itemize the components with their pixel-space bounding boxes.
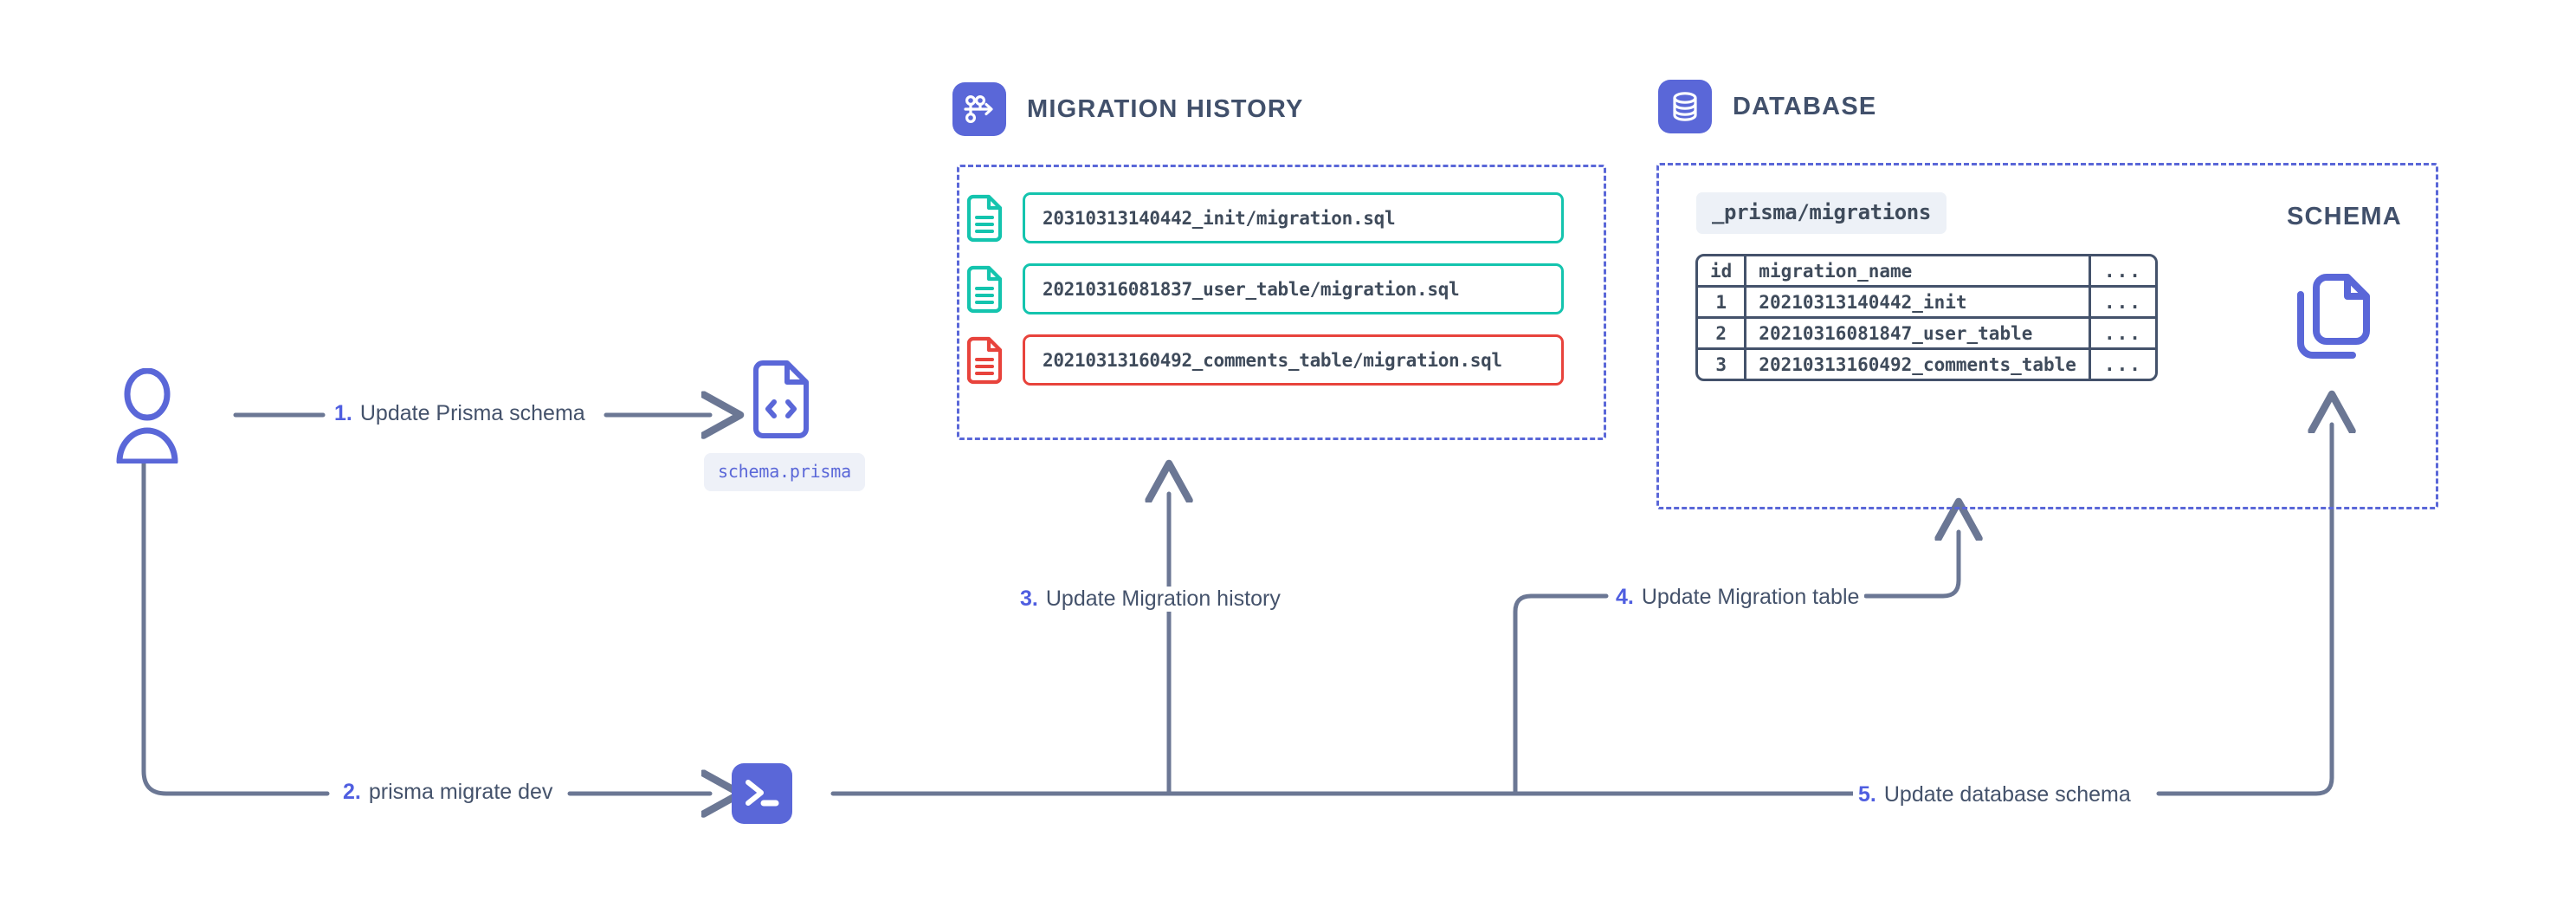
migration-file-row[interactable]: 20210316081837_user_table/migration.sql: [965, 263, 1564, 314]
step-4-text: Update Migration table: [1641, 585, 1860, 609]
file-lines-icon: [966, 336, 1003, 384]
cell-id: 3: [1698, 350, 1747, 379]
migration-file-pill[interactable]: 20210313160492_comments_table/migration.…: [1023, 334, 1564, 386]
prisma-migrations-chip: _prisma/migrations: [1696, 192, 1947, 234]
step-2-label: 2. prisma migrate dev: [338, 780, 558, 805]
database-title: DATABASE: [1733, 92, 1877, 120]
migration-file-pill[interactable]: 20210316081837_user_table/migration.sql: [1023, 263, 1564, 314]
step-3-text: Update Migration history: [1045, 587, 1281, 611]
migration-history-file-list: 20310313140442_init/migration.sql 202103…: [965, 192, 1564, 386]
migration-history-title: MIGRATION HISTORY: [1027, 94, 1304, 123]
migration-history-header: MIGRATION HISTORY: [952, 82, 1304, 136]
branch-merge-icon: [964, 94, 993, 124]
step-1-text: Update Prisma schema: [359, 401, 585, 425]
schema-prisma-filename: schema.prisma: [704, 453, 865, 491]
terminal-tile[interactable]: [732, 763, 792, 824]
step-1-label: 1. Update Prisma schema: [329, 401, 591, 426]
schema-files: [2285, 269, 2379, 370]
step-5-text: Update database schema: [1883, 782, 2131, 807]
column-header-migration-name: migration_name: [1746, 256, 2091, 288]
terminal-icon: [746, 780, 779, 807]
table-row[interactable]: 3 20210313160492_comments_table ...: [1698, 350, 2155, 379]
actor-user: [113, 367, 182, 468]
file-lines-icon: [966, 194, 1003, 242]
cell-more: ...: [2090, 288, 2155, 319]
migration-file-row[interactable]: 20210313160492_comments_table/migration.…: [965, 334, 1564, 386]
column-header-more: ...: [2090, 256, 2155, 288]
database-badge: [1658, 80, 1712, 133]
copy-files-icon: [2297, 274, 2370, 359]
cell-migration-name: 20210316081847_user_table: [1746, 319, 2091, 350]
database-icon: [1673, 92, 1697, 121]
cell-more: ...: [2090, 319, 2155, 350]
cell-more: ...: [2103, 353, 2142, 375]
migration-history-region: [957, 165, 1606, 440]
table-row[interactable]: 1 20210313140442_init ...: [1698, 288, 2155, 319]
migration-file-pill[interactable]: 20310313140442_init/migration.sql: [1023, 192, 1564, 243]
cell-id: 1: [1698, 288, 1747, 319]
user-icon: [116, 367, 178, 465]
schema-prisma-file[interactable]: [749, 360, 811, 444]
step-5-number: 5.: [1858, 782, 1876, 807]
cell-migration-name: 20210313140442_init: [1746, 288, 2091, 319]
schema-label: SCHEMA: [2287, 203, 2402, 230]
step-2-number: 2.: [343, 780, 361, 804]
table-header-row: id migration_name ...: [1698, 256, 2155, 288]
migration-file-name: 20310313140442_init/migration.sql: [1043, 207, 1396, 229]
migration-file-name: 20210313160492_comments_table/migration.…: [1043, 349, 1502, 371]
cell-migration-name: 20210313160492_comments_table: [1746, 350, 2091, 379]
step-2-text: prisma migrate dev: [368, 780, 553, 804]
step-3-number: 3.: [1020, 587, 1038, 611]
table-row[interactable]: 2 20210316081847_user_table ...: [1698, 319, 2155, 350]
database-header: DATABASE: [1658, 80, 1876, 133]
file-lines-icon: [966, 265, 1003, 313]
code-file-icon: [753, 360, 809, 438]
migration-history-badge: [952, 82, 1006, 136]
column-header-id: id: [1698, 256, 1747, 288]
step-1-number: 1.: [334, 401, 352, 425]
step-5-label: 5. Update database schema: [1853, 782, 2136, 807]
step-3-label: 3. Update Migration history: [1015, 587, 1286, 612]
migration-file-row[interactable]: 20310313140442_init/migration.sql: [965, 192, 1564, 243]
migration-file-name: 20210316081837_user_table/migration.sql: [1043, 278, 1460, 300]
step-4-number: 4.: [1616, 585, 1634, 609]
cell-id: 2: [1698, 319, 1747, 350]
database-region: [1656, 163, 2438, 509]
migrations-table: id migration_name ... 1 20210313140442_i…: [1695, 254, 2158, 381]
step-4-label: 4. Update Migration table: [1611, 585, 1865, 610]
